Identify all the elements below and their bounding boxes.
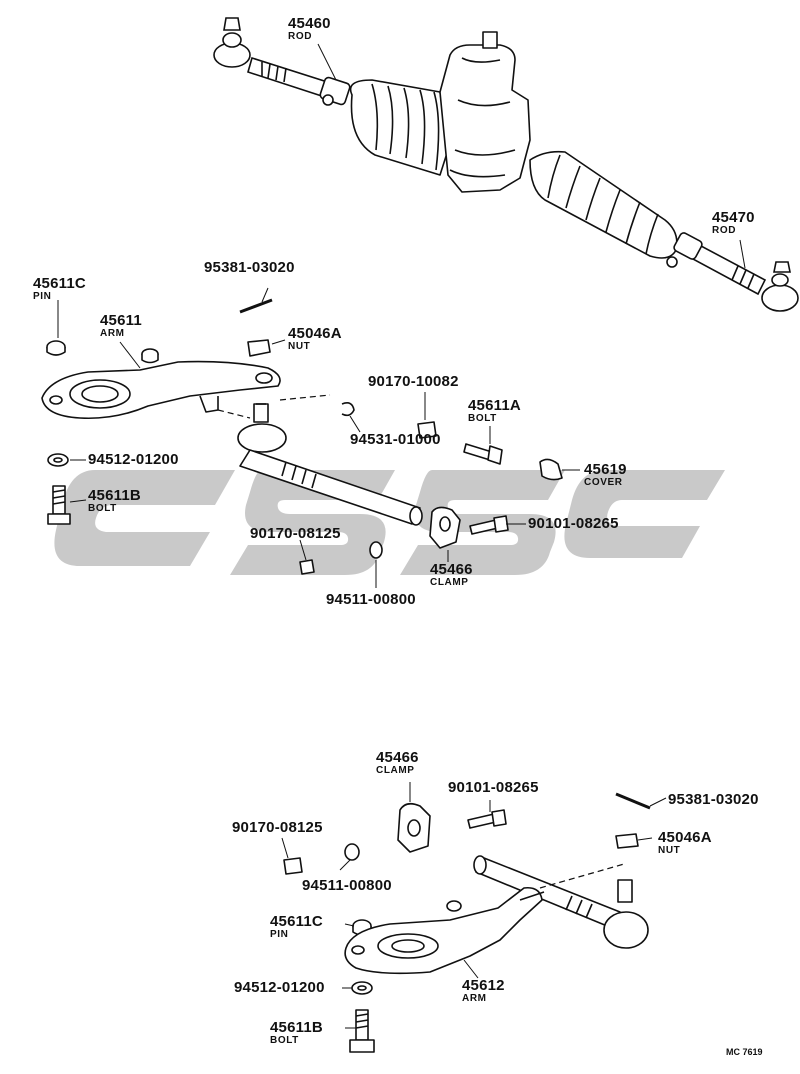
part-number: 45612 xyxy=(462,977,505,994)
label-45046A-bottom: 45046A NUT xyxy=(658,830,712,856)
label-45619: 45619 COVER xyxy=(584,462,627,488)
part-number: 94511-00800 xyxy=(326,591,416,608)
label-45611A: 45611A BOLT xyxy=(468,398,521,424)
label-94531-01000: 94531-01000 xyxy=(350,432,441,447)
part-number: 95381-03020 xyxy=(204,259,295,276)
part-name: BOLT xyxy=(468,413,497,424)
part-number: 94512-01200 xyxy=(234,979,325,996)
label-45470: 45470 ROD xyxy=(712,210,755,236)
diagram-code: MC 7619 xyxy=(726,1047,763,1057)
label-95381-03020-bottom: 95381-03020 xyxy=(668,792,759,807)
part-name: BOLT xyxy=(88,503,117,514)
label-94511-00800-top: 94511-00800 xyxy=(326,592,416,607)
part-number: 45611C xyxy=(270,913,323,930)
label-90170-10082: 90170-10082 xyxy=(368,374,459,389)
part-number: 45460 xyxy=(288,15,331,32)
lower-assembly xyxy=(283,792,651,1053)
tie-rod-left xyxy=(213,17,351,106)
part-number: 45611B xyxy=(88,487,141,504)
part-number: 45046A xyxy=(658,829,712,846)
label-90170-08125-top: 90170-08125 xyxy=(250,526,341,541)
part-name: ROD xyxy=(288,31,313,42)
part-number: 45046A xyxy=(288,325,342,342)
label-45460: 45460 ROD xyxy=(288,16,331,42)
label-90101-08265-bottom: 90101-08265 xyxy=(448,780,539,795)
part-number: 45466 xyxy=(430,561,473,578)
label-45611: 45611 ARM xyxy=(100,313,142,339)
part-number: 90101-08265 xyxy=(448,779,539,796)
label-45046A-top: 45046A NUT xyxy=(288,326,342,352)
part-name: CLAMP xyxy=(376,765,415,776)
part-number: 45611C xyxy=(33,275,86,292)
label-94512-01200-bottom: 94512-01200 xyxy=(234,980,325,995)
part-name: ARM xyxy=(100,328,125,339)
label-94512-01200-top: 94512-01200 xyxy=(88,452,179,467)
label-45466-bottom: 45466 CLAMP xyxy=(376,750,419,776)
part-number: 90101-08265 xyxy=(528,515,619,532)
part-name: CLAMP xyxy=(430,577,469,588)
part-name: PIN xyxy=(33,291,52,302)
part-number: 90170-08125 xyxy=(232,819,323,836)
part-number: 45611B xyxy=(270,1019,323,1036)
label-45611C-bottom: 45611C PIN xyxy=(270,914,323,940)
steering-rack xyxy=(349,31,678,259)
part-name: BOLT xyxy=(270,1035,299,1046)
part-number: 45466 xyxy=(376,749,419,766)
part-number: 94512-01200 xyxy=(88,451,179,468)
upper-assembly xyxy=(41,298,563,575)
upper-leader-lines xyxy=(57,43,746,588)
label-45611B-bottom: 45611B BOLT xyxy=(270,1020,323,1046)
part-name: PIN xyxy=(270,929,289,940)
part-number: 94511-00800 xyxy=(302,877,392,894)
part-number: 45470 xyxy=(712,209,755,226)
part-name: NUT xyxy=(288,341,311,352)
label-45611B-top: 45611B BOLT xyxy=(88,488,141,514)
part-name: COVER xyxy=(584,477,623,488)
label-90101-08265-top: 90101-08265 xyxy=(528,516,619,531)
label-95381-03020-top: 95381-03020 xyxy=(204,260,295,275)
part-name: ARM xyxy=(462,993,487,1004)
part-name: ROD xyxy=(712,225,737,236)
part-number: 45611A xyxy=(468,397,521,414)
part-number: 45611 xyxy=(100,312,142,329)
part-number: 90170-08125 xyxy=(250,525,341,542)
lower-leader-lines xyxy=(281,782,667,1029)
label-45611C-top: 45611C PIN xyxy=(33,276,86,302)
label-45466-top: 45466 CLAMP xyxy=(430,562,473,588)
part-number: 95381-03020 xyxy=(668,791,759,808)
tie-rod-right xyxy=(666,232,799,312)
label-94511-00800-bottom: 94511-00800 xyxy=(302,878,392,893)
label-90170-08125-bottom: 90170-08125 xyxy=(232,820,323,835)
part-number: 45619 xyxy=(584,461,627,478)
part-name: NUT xyxy=(658,845,681,856)
part-number: 94531-01000 xyxy=(350,431,441,448)
part-number: 90170-10082 xyxy=(368,373,459,390)
label-45612: 45612 ARM xyxy=(462,978,505,1004)
